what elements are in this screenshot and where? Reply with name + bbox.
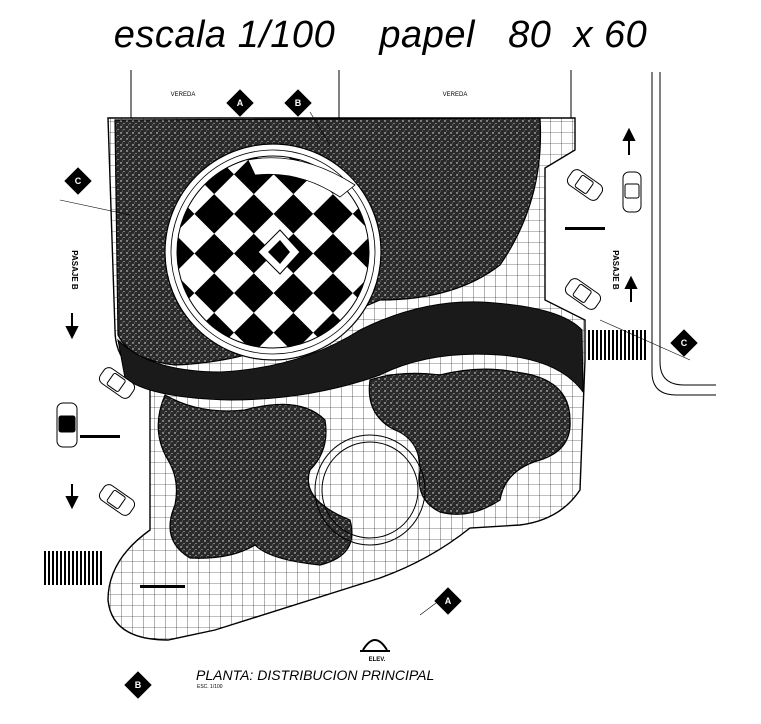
bench-bars xyxy=(80,227,605,588)
arrow-down-icon xyxy=(65,313,79,510)
right-garden xyxy=(368,368,571,515)
pasaje-label-right: PASAJE B xyxy=(611,250,620,290)
vereda-label-left: VEREDA xyxy=(171,92,196,98)
vereda-label-right: VEREDA xyxy=(443,92,468,98)
left-garden xyxy=(157,394,353,566)
crosswalk-right xyxy=(588,330,648,360)
car-icon xyxy=(56,169,642,516)
arrow-up-icon xyxy=(622,127,638,302)
section-marker-label: A xyxy=(445,596,452,606)
section-marker-label: B xyxy=(135,680,142,690)
elevation-marker-icon xyxy=(360,639,390,652)
street-lines xyxy=(130,70,716,396)
section-marker-label: C xyxy=(681,338,688,348)
center-plaza xyxy=(314,434,426,546)
section-cut-lines xyxy=(59,111,691,616)
pasaje-label-left: PASAJE B xyxy=(70,250,79,290)
elev-label: ELEV. xyxy=(369,657,386,663)
dark-band xyxy=(117,301,584,401)
plan-title: PLANTA: DISTRIBUCION PRINCIPAL xyxy=(196,667,435,683)
header-title: escala 1/100 papel 80 x 60 xyxy=(113,14,648,56)
section-marker-icon xyxy=(64,89,698,699)
section-marker-label: A xyxy=(237,98,244,108)
crosswalk-left xyxy=(44,551,104,585)
section-marker-label: B xyxy=(295,98,302,108)
circular-plaza xyxy=(164,143,382,361)
section-marker-label: C xyxy=(75,176,82,186)
plan-scale: ESC. 1/100 xyxy=(197,684,223,690)
